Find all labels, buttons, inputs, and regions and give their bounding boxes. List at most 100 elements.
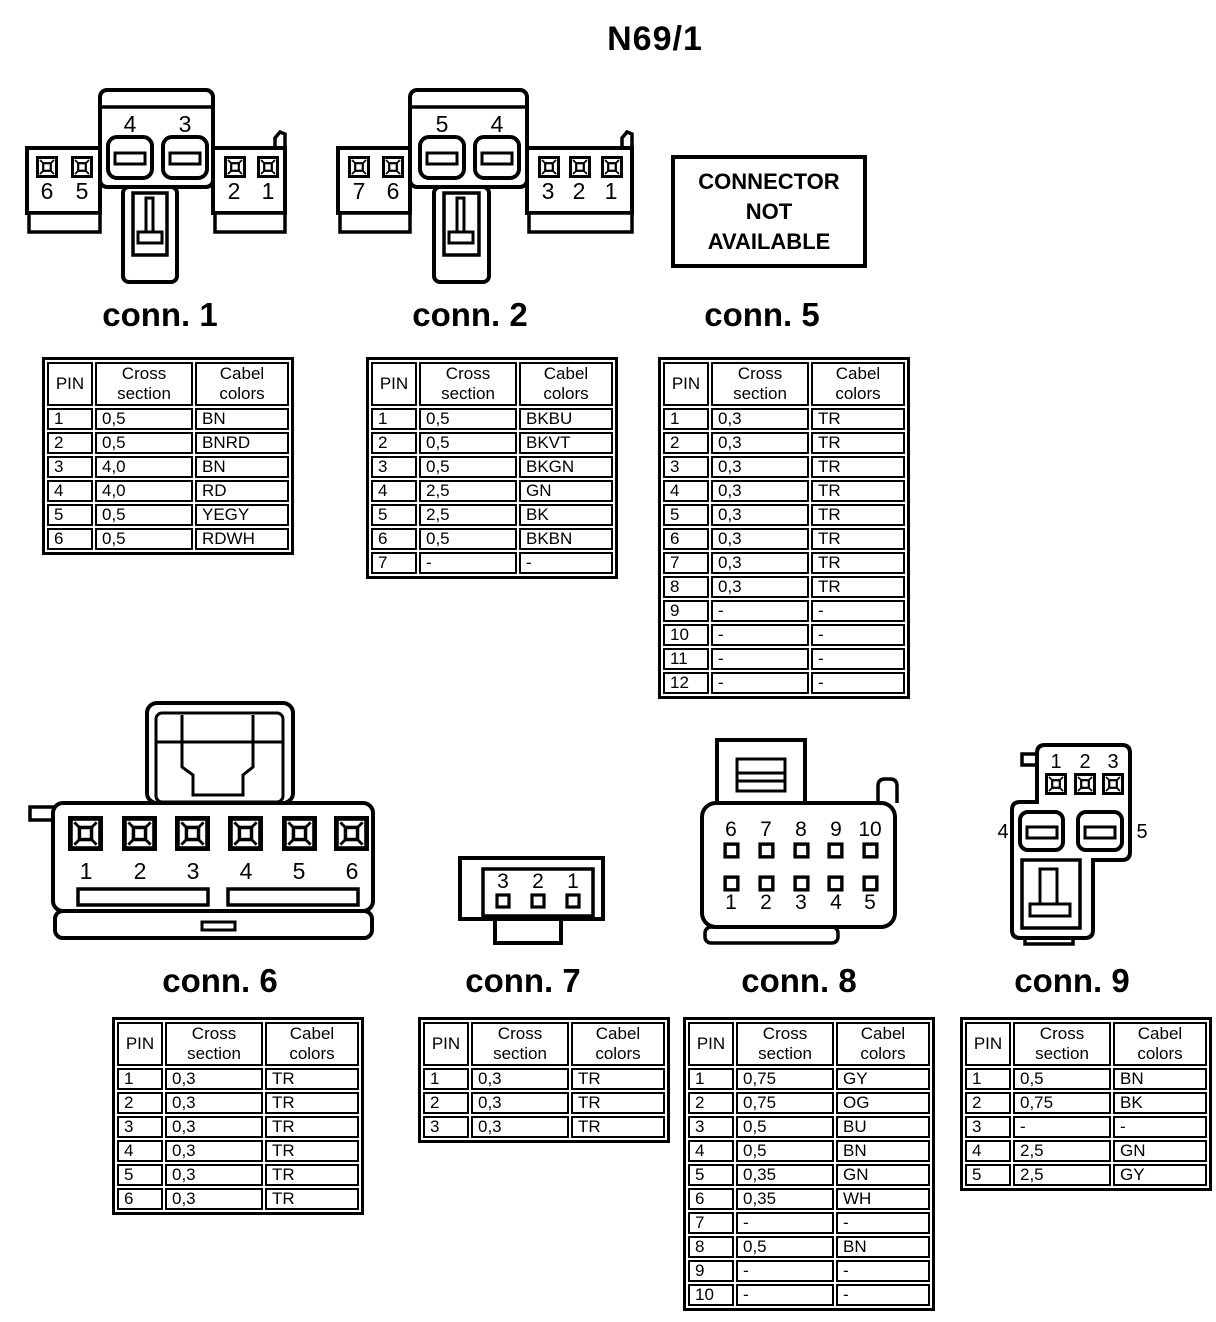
col-header-cabel-colors: Cabel colors <box>836 1022 930 1066</box>
conn5-title: conn. 5 <box>704 296 820 333</box>
pin-cell: 3 <box>423 1116 469 1138</box>
pin-cell: 1 <box>663 408 709 430</box>
cable-color-cell: TR <box>811 456 905 478</box>
pin-contact-icon <box>723 875 740 892</box>
conn2-title: conn. 2 <box>412 296 528 333</box>
pin-contact-icon <box>530 893 546 909</box>
cable-color-cell: TR <box>811 552 905 574</box>
pin-contact-icon <box>382 156 404 178</box>
conn1-drawing: 4 3 6 5 2 1 <box>25 88 287 284</box>
pin-number-label: 6 <box>387 178 400 204</box>
cross-section-cell: - <box>736 1284 834 1306</box>
cross-section-cell: 0,75 <box>736 1068 834 1090</box>
blade-slot-icon <box>76 887 210 907</box>
col-header-cabel-colors: Cabel colors <box>195 362 289 406</box>
pin-number-label: 4 <box>997 821 1008 843</box>
pin-cell: 7 <box>688 1212 734 1234</box>
pin-number-label: 1 <box>1050 751 1061 773</box>
pin-number-label: 5 <box>436 111 449 137</box>
conn1-title: conn. 1 <box>102 296 218 333</box>
cross-section-cell: 0,3 <box>711 456 809 478</box>
cross-section-cell: - <box>419 552 517 574</box>
pin-contact-icon <box>1102 773 1124 795</box>
pin-number-label: 3 <box>187 858 200 884</box>
col-header-pin: PIN <box>965 1022 1011 1066</box>
col-header-cross-section: Cross section <box>419 362 517 406</box>
pin-number-label: 4 <box>491 111 504 137</box>
pin-cell: 3 <box>371 456 417 478</box>
pin-cell: 2 <box>371 432 417 454</box>
pin-contact-icon <box>827 842 844 859</box>
pin-number-label: 2 <box>573 178 586 204</box>
pin-cell: 3 <box>663 456 709 478</box>
pin-cell: 6 <box>47 528 93 550</box>
cross-section-cell: 0,5 <box>95 432 193 454</box>
col-header-cross-section: Cross section <box>471 1022 569 1066</box>
pin-number-label: 5 <box>1136 821 1147 843</box>
cross-section-cell: - <box>1013 1116 1111 1138</box>
pin-number-label: 2 <box>228 178 241 204</box>
pin-cell: 5 <box>117 1164 163 1186</box>
pin-cell: 9 <box>688 1260 734 1282</box>
pin-number-label: 2 <box>1079 751 1090 773</box>
cable-color-cell: RD <box>195 480 289 502</box>
conn8-title: conn. 8 <box>741 962 857 999</box>
conn9-title: conn. 9 <box>1014 962 1130 999</box>
cable-color-cell: TR <box>571 1092 665 1114</box>
pin-contact-icon <box>569 156 591 178</box>
cross-section-cell: 0,3 <box>471 1116 569 1138</box>
pin-number-label: 6 <box>346 858 359 884</box>
conn6-title: conn. 6 <box>162 962 278 999</box>
pin-cell: 7 <box>663 552 709 574</box>
pin-cell: 10 <box>663 624 709 646</box>
cross-section-cell: 0,3 <box>711 408 809 430</box>
pin-cell: 5 <box>965 1164 1011 1186</box>
pin-contact-icon <box>1074 773 1096 795</box>
col-header-cabel-colors: Cabel colors <box>1113 1022 1207 1066</box>
pin-number-label: 5 <box>864 891 876 914</box>
pin-contact-icon <box>257 156 279 178</box>
cable-color-cell: TR <box>265 1092 359 1114</box>
conn7-title: conn. 7 <box>465 962 581 999</box>
col-header-cabel-colors: Cabel colors <box>571 1022 665 1066</box>
cross-section-cell: - <box>736 1212 834 1234</box>
pin-contact-icon <box>230 818 260 848</box>
table-row: 7-- <box>371 552 613 574</box>
cable-color-cell: TR <box>811 480 905 502</box>
pin-cell: 1 <box>688 1068 734 1090</box>
pin-number-label: 5 <box>293 858 306 884</box>
cable-color-cell: TR <box>265 1188 359 1210</box>
key-post-icon <box>455 196 466 235</box>
pin-contact-icon <box>71 156 93 178</box>
table-row: 3-- <box>965 1116 1207 1138</box>
cable-color-cell: - <box>836 1284 930 1306</box>
cross-section-cell: 0,5 <box>1013 1068 1111 1090</box>
col-header-pin: PIN <box>663 362 709 406</box>
pin-cell: 2 <box>688 1092 734 1114</box>
pin-cell: 6 <box>663 528 709 550</box>
cross-section-cell: 0,3 <box>165 1092 263 1114</box>
pin-cell: 4 <box>371 480 417 502</box>
pin-contact-icon <box>827 875 844 892</box>
na-line: NOT <box>745 198 793 224</box>
cable-color-cell: GN <box>519 480 613 502</box>
pin-number-label: 3 <box>497 870 509 893</box>
conn7-drawing: 3 2 1 <box>458 856 605 945</box>
cable-color-cell: TR <box>811 408 905 430</box>
pin-cell: 4 <box>688 1140 734 1162</box>
pin-contact-icon <box>36 156 58 178</box>
pin-number-label: 1 <box>80 858 93 884</box>
